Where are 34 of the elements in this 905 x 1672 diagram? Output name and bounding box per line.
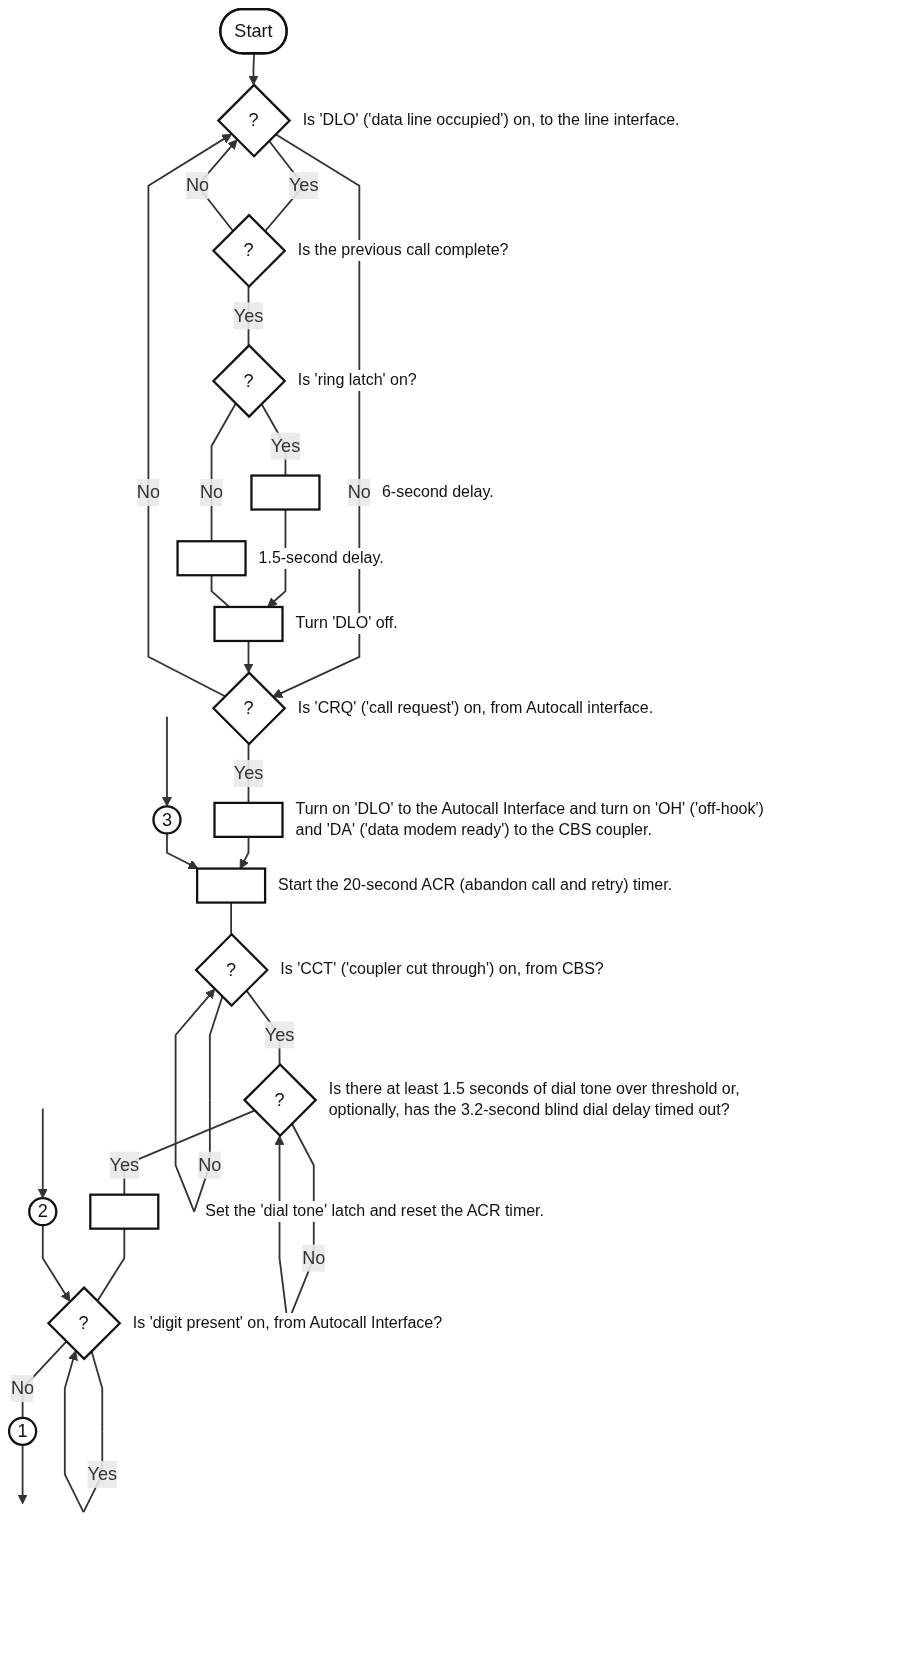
arrow [37, 1107, 48, 1199]
edge-label: No [198, 1155, 222, 1175]
node-diamond: ? [194, 932, 269, 1008]
arrow [147, 133, 232, 698]
node-box [89, 1193, 160, 1230]
edge-label: No [136, 482, 160, 502]
node-diamond: ? [211, 343, 287, 419]
node-box [196, 867, 267, 904]
edge-label: No [185, 175, 210, 195]
node-box [250, 474, 321, 511]
node-diamond: ? [211, 213, 287, 289]
edge-label: Yes [87, 1464, 118, 1484]
edge-label: No [302, 1247, 326, 1268]
arrow [162, 715, 172, 807]
node-circle: 1 [7, 1416, 38, 1446]
edge-label: No [11, 1378, 35, 1398]
edge-label: Yes [270, 435, 301, 456]
node-box [213, 605, 284, 643]
edge-label: Yes [233, 763, 264, 783]
edge-label: Yes [109, 1155, 140, 1175]
node-diamond: ? [46, 1285, 122, 1361]
node-circle: 3 [152, 805, 182, 835]
node-diamond: ? [216, 83, 292, 158]
node-box [213, 801, 284, 838]
node-box [176, 540, 247, 577]
edge-label: Yes [233, 305, 264, 325]
node-circle: 2 [28, 1197, 58, 1227]
edge-label: Yes [264, 1024, 295, 1045]
edge-label: Yes [288, 175, 319, 195]
edge-label: No [199, 482, 224, 502]
edge-label: No [347, 482, 371, 502]
arrow [243, 640, 254, 674]
node-diamond: ? [211, 671, 287, 746]
node-diamond: ? [242, 1062, 318, 1138]
